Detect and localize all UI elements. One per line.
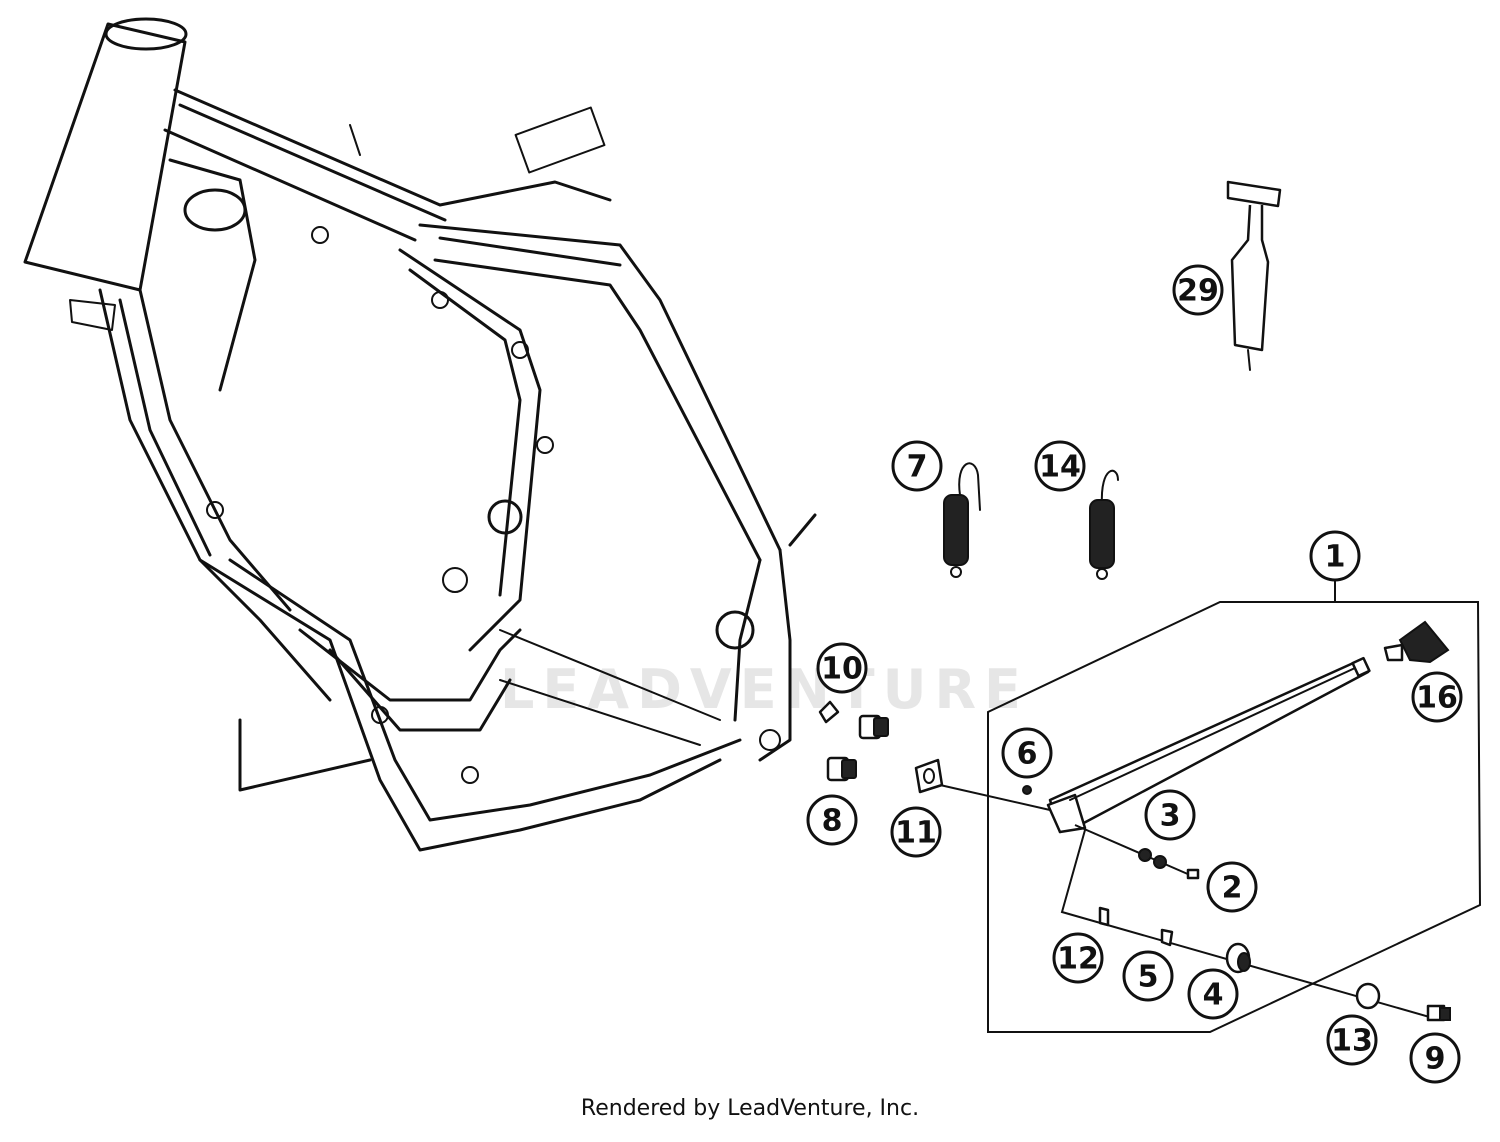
svg-text:4: 4: [1203, 978, 1224, 1013]
side-stand-assembly-box: [987, 580, 1482, 1033]
svg-text:16: 16: [1416, 681, 1458, 716]
callout-7: 7: [891, 440, 943, 492]
callout-3: 3: [1144, 789, 1196, 841]
svg-text:2: 2: [1222, 871, 1243, 906]
callout-4: 4: [1187, 968, 1239, 1020]
callout-13: 13: [1326, 1014, 1378, 1066]
svg-text:1: 1: [1325, 540, 1346, 575]
svg-text:10: 10: [821, 652, 863, 687]
callout-14: 14: [1034, 440, 1086, 492]
callout-1: 1: [1309, 530, 1361, 582]
svg-text:8: 8: [822, 804, 843, 839]
svg-text:11: 11: [895, 816, 937, 851]
callout-29: 29: [1172, 264, 1224, 316]
mounting-hardware: [939, 784, 1451, 1022]
callout-5: 5: [1122, 950, 1174, 1002]
spring-14: [1089, 469, 1119, 580]
svg-text:12: 12: [1057, 942, 1099, 977]
svg-text:3: 3: [1160, 799, 1181, 834]
svg-text:13: 13: [1331, 1024, 1373, 1059]
callout-2: 2: [1206, 861, 1258, 913]
callout-9: 9: [1409, 1032, 1461, 1084]
svg-text:29: 29: [1177, 274, 1219, 309]
callout-8: 8: [806, 794, 858, 846]
callout-12: 12: [1052, 932, 1104, 984]
stand-foot-16: [1383, 620, 1450, 664]
spring-7: [943, 462, 981, 578]
svg-text:5: 5: [1138, 960, 1159, 995]
side-stand: [1046, 656, 1371, 834]
washer-11: [914, 758, 944, 794]
svg-text:7: 7: [907, 450, 928, 485]
stand-tool-29: [1226, 180, 1282, 371]
watermark-text: LEADVENTURE: [500, 658, 1029, 721]
part-6-marker: [1022, 785, 1032, 795]
footer-credit: Rendered by LeadVenture, Inc.: [580, 1096, 920, 1121]
motorcycle-frame: [23, 17, 817, 852]
pin-parts-2-3: [1074, 824, 1200, 880]
bolts-8-10: [818, 700, 889, 782]
callout-6: 6: [1001, 727, 1053, 779]
svg-text:9: 9: [1425, 1042, 1446, 1077]
callout-11: 11: [890, 806, 942, 858]
callout-10: 10: [816, 642, 868, 694]
svg-text:14: 14: [1039, 450, 1081, 485]
svg-text:6: 6: [1017, 737, 1038, 772]
callout-16: 16: [1411, 671, 1463, 723]
